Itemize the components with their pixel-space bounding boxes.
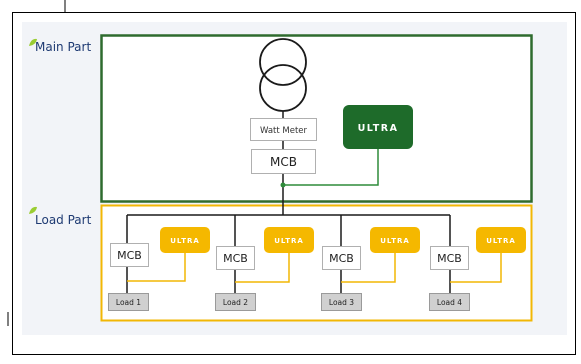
branch-ultra-label: ULTRA bbox=[170, 237, 200, 245]
load-label: Load 1 bbox=[116, 298, 141, 307]
load-label: Load 4 bbox=[437, 298, 462, 307]
branch-ultra-device bbox=[264, 227, 314, 253]
branch-ultra-device bbox=[160, 227, 210, 253]
branch-mcb-box bbox=[430, 246, 469, 270]
branch-ultra-device bbox=[476, 227, 526, 253]
load-box bbox=[321, 293, 362, 311]
branch-1: MCB ULTRA Load 1 bbox=[108, 215, 210, 311]
branch-ultra-label: ULTRA bbox=[274, 237, 304, 245]
branch-2: MCB ULTRA Load 2 bbox=[215, 215, 314, 311]
branch-ultra-device bbox=[370, 227, 420, 253]
branch-mcb-label: MCB bbox=[329, 252, 354, 265]
watt-meter-box bbox=[250, 118, 317, 141]
branch-mcb-label: MCB bbox=[437, 252, 462, 265]
watt-meter-label: Watt Meter bbox=[260, 126, 308, 136]
main-ultra-label: ULTRA bbox=[358, 123, 399, 134]
main-ultra-device bbox=[343, 105, 413, 149]
load-box bbox=[429, 293, 470, 311]
wire-ultra-sense bbox=[283, 149, 379, 186]
leaf-bullet-icon bbox=[29, 206, 37, 214]
branch-mcb-box bbox=[110, 243, 149, 267]
main-part-label-group: Main Part bbox=[29, 38, 91, 54]
branch-mcb-box bbox=[216, 246, 255, 270]
branch-mcb-label: MCB bbox=[223, 252, 248, 265]
main-mcb-box bbox=[251, 149, 316, 174]
load-box bbox=[215, 293, 256, 311]
branch-sense-wire bbox=[127, 253, 186, 282]
branch-ultra-label: ULTRA bbox=[486, 237, 516, 245]
branch-4: MCB ULTRA Load 4 bbox=[429, 215, 526, 311]
main-part-label: Main Part bbox=[35, 40, 91, 54]
branch-sense-wire bbox=[341, 253, 396, 283]
load-label: Load 2 bbox=[223, 298, 248, 307]
leaf-bullet-icon bbox=[29, 38, 37, 46]
branch-sense-wire bbox=[235, 253, 290, 283]
branch-mcb-box bbox=[322, 246, 361, 270]
branch-mcb-label: MCB bbox=[117, 249, 142, 262]
main-mcb-label: MCB bbox=[270, 155, 297, 169]
branch-3: MCB ULTRA Load 3 bbox=[321, 215, 420, 311]
load-part-label: Load Part bbox=[35, 213, 92, 227]
load-part-label-group: Load Part bbox=[29, 206, 92, 227]
sense-junction-dot bbox=[280, 182, 286, 188]
branch-sense-wire bbox=[450, 253, 502, 283]
branch-ultra-label: ULTRA bbox=[380, 237, 410, 245]
load-label: Load 3 bbox=[329, 298, 354, 307]
load-box bbox=[108, 293, 149, 311]
